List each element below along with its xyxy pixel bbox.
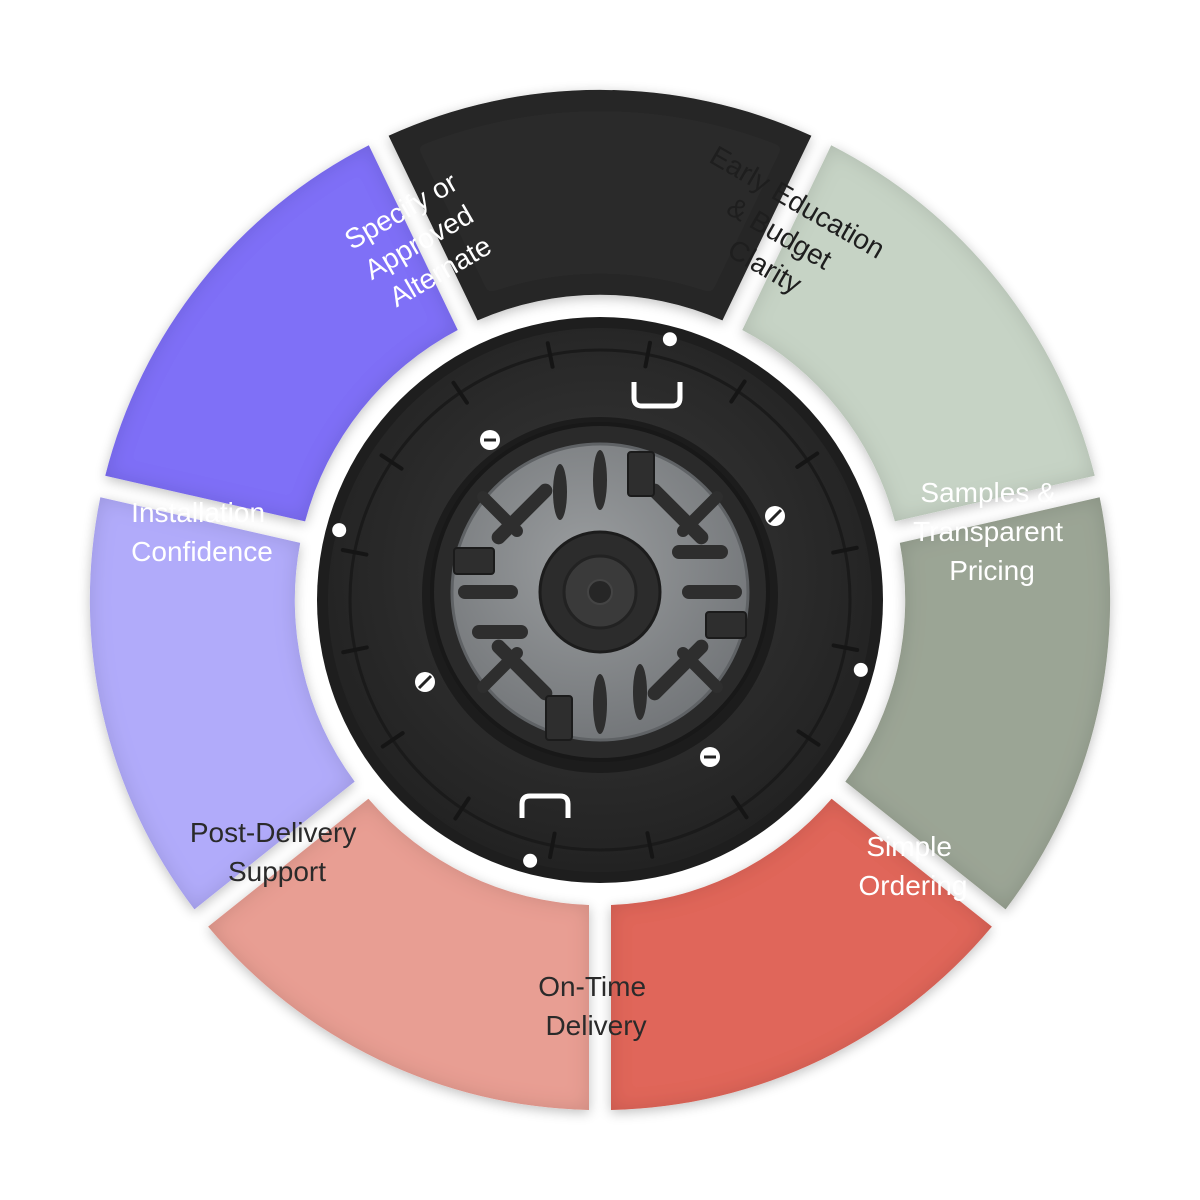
product-rim-ticks [340, 340, 860, 860]
product-plate-slot [682, 585, 742, 599]
segments-layer [89, 89, 1111, 1110]
segment-label-on-time-delivery: On-Time Delivery [538, 971, 654, 1041]
product-rim-tick [341, 645, 369, 655]
product-rim-tick [729, 379, 747, 404]
product-core-center [587, 579, 613, 605]
product-notch [631, 382, 683, 409]
product-rim-hole [523, 853, 538, 868]
product-plate-slot [677, 491, 723, 537]
segment-label-installation: Installation Confidence [131, 497, 273, 567]
product-rim-tick [451, 380, 469, 405]
product-plate-slot [477, 491, 523, 537]
product-rim-tick [548, 831, 557, 860]
product-rim-hole [662, 332, 677, 347]
product-rim-tick [643, 340, 652, 369]
product-rim-tick [453, 796, 471, 821]
product-plate-slot [553, 464, 567, 520]
product-plate-slot [633, 664, 647, 720]
segment-early-ed [742, 145, 1095, 522]
product-plate-slots [458, 450, 742, 734]
product-rim-tick [731, 795, 749, 820]
segment-installation [105, 145, 458, 522]
product-rim-tick [831, 643, 860, 652]
product-plate-slot [593, 450, 607, 510]
product-inner-ring [348, 348, 852, 852]
segment-simple-order [611, 798, 992, 1110]
product-rim-holes [332, 332, 868, 868]
product-plate-slot [677, 647, 723, 693]
product-rim-tick [380, 731, 405, 749]
product-rim-tick [831, 545, 859, 555]
product-clip [545, 695, 573, 741]
product-rim-tick [545, 341, 555, 369]
product-plate-slot [593, 674, 607, 734]
segment-label-simple-ordering: Simple Ordering [859, 831, 968, 901]
product-rim-tick [645, 831, 655, 859]
segment-specify [388, 89, 812, 321]
product-plate-slot [472, 625, 528, 639]
product-rim-tick [379, 453, 404, 471]
segment-post-delivery [89, 497, 355, 910]
segment-label-post-delivery: Post-Delivery Support [190, 817, 364, 887]
product-rim-tick [796, 729, 821, 747]
product-rim-hole [332, 523, 347, 538]
product-plate-slot [477, 647, 523, 693]
product-clip [705, 611, 747, 639]
product-clip [453, 547, 495, 575]
segment-label-samples: Samples & Transparent Pricing [913, 477, 1071, 586]
product-plate-slot [672, 545, 728, 559]
product-clip [627, 451, 655, 497]
product-plate-slot [458, 585, 518, 599]
segment-samples [845, 497, 1111, 910]
pedestal-support-product-icon [317, 317, 883, 883]
product-rim-hole [853, 662, 868, 677]
segment-on-time [208, 798, 589, 1110]
product-rim-tick [340, 548, 369, 557]
product-rim-tick [795, 451, 820, 469]
product-screw-holes [415, 430, 785, 767]
product-notch [519, 793, 571, 818]
